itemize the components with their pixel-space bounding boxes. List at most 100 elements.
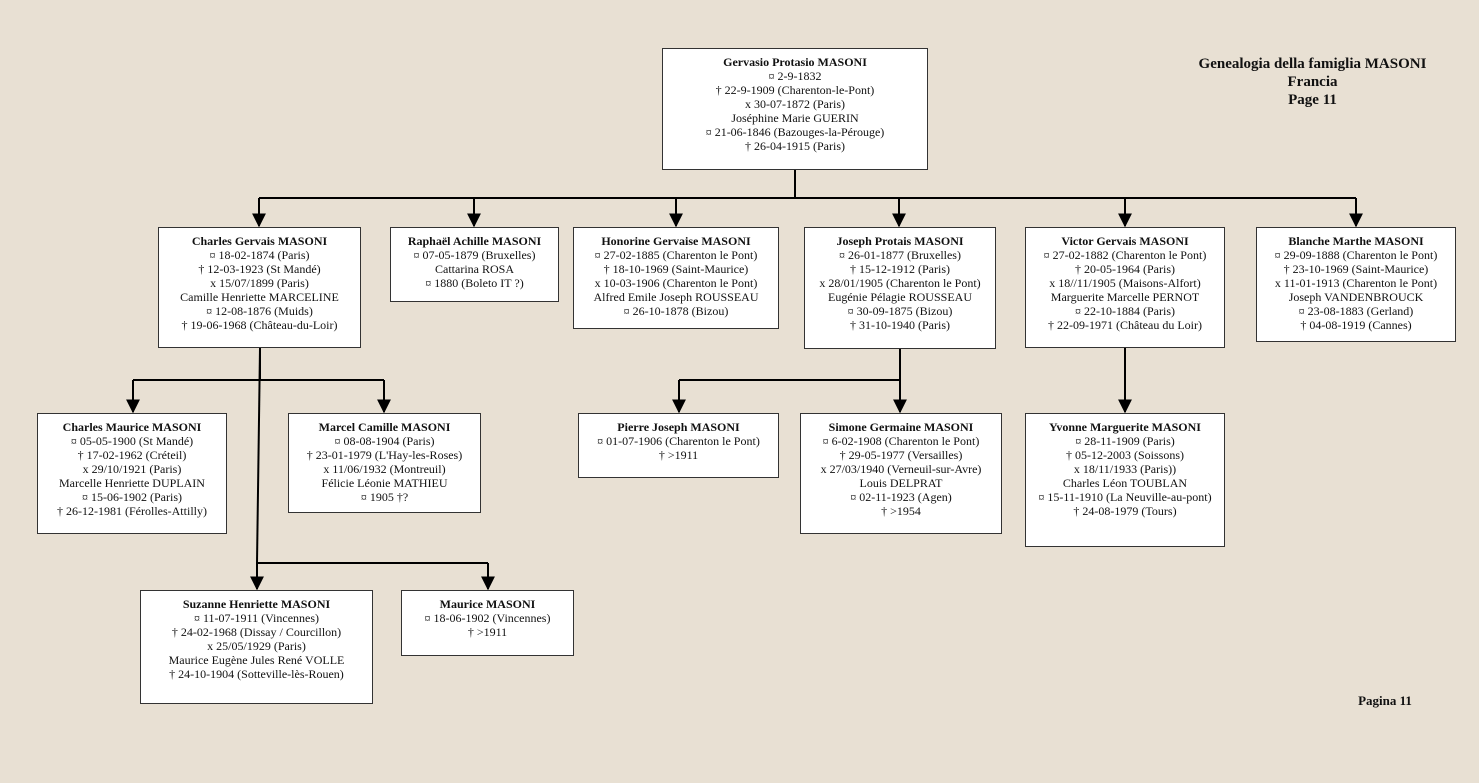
person-detail-line: ¤ 22-10-1884 (Paris) — [1075, 304, 1175, 318]
person-detail-line: x 29/10/1921 (Paris) — [82, 462, 182, 476]
connector-charles-long-stem — [256, 347, 261, 564]
person-detail-line: Alfred Emile Joseph ROUSSEAU — [593, 290, 759, 304]
person-detail-line: Cattarina ROSA — [435, 262, 514, 276]
person-detail-line: † 24-08-1979 (Tours) — [1073, 504, 1177, 518]
person-detail-line: ¤ 02-11-1923 (Agen) — [850, 490, 952, 504]
person-detail-line: † 26-04-1915 (Paris) — [745, 139, 845, 153]
person-name: Marcel Camille MASONI — [318, 420, 451, 434]
person-detail-line: x 28/01/1905 (Charenton le Pont) — [819, 276, 981, 290]
person-detail-line: ¤ 05-05-1900 (St Mandé) — [70, 434, 194, 448]
person-box-marcel: Marcel Camille MASONI¤ 08-08-1904 (Paris… — [288, 413, 481, 513]
person-name: Yvonne Marguerite MASONI — [1049, 420, 1201, 434]
person-detail-line: ¤ 29-09-1888 (Charenton le Pont) — [1274, 248, 1438, 262]
person-detail-line: ¤ 07-05-1879 (Bruxelles) — [413, 248, 536, 262]
person-detail-line: ¤ 18-06-1902 (Vincennes) — [424, 611, 551, 625]
person-detail-line: † 20-05-1964 (Paris) — [1075, 262, 1175, 276]
person-box-gervasio: Gervasio Protasio MASONI¤ 2-9-1832† 22-9… — [662, 48, 928, 170]
person-detail-line: † >1911 — [467, 625, 508, 639]
person-box-joseph: Joseph Protais MASONI¤ 26-01-1877 (Bruxe… — [804, 227, 996, 349]
person-detail-line: ¤ 26-01-1877 (Bruxelles) — [839, 248, 961, 262]
person-detail-line: ¤ 11-07-1911 (Vincennes) — [193, 611, 320, 625]
person-name: Charles Maurice MASONI — [62, 420, 202, 434]
person-detail-line: † 24-02-1968 (Dissay / Courcillon) — [171, 625, 342, 639]
person-box-charles-gervais: Charles Gervais MASONI¤ 18-02-1874 (Pari… — [158, 227, 361, 348]
person-detail-line: ¤ 27-02-1882 (Charenton le Pont) — [1043, 248, 1207, 262]
person-name: Maurice MASONI — [439, 597, 536, 611]
person-detail-line: ¤ 27-02-1885 (Charenton le Pont) — [594, 248, 758, 262]
person-detail-line: Maurice Eugène Jules René VOLLE — [168, 653, 345, 667]
page-title: Genealogia della famiglia MASONI — [1198, 56, 1427, 72]
person-detail-line: † 05-12-2003 (Soissons) — [1065, 448, 1184, 462]
person-detail-line: x 15/07/1899 (Paris) — [210, 276, 309, 290]
person-detail-line: Camille Henriette MARCELINE — [180, 290, 339, 304]
person-detail-line: † 12-03-1923 (St Mandé) — [198, 262, 321, 276]
person-detail-line: Marcelle Henriette DUPLAIN — [59, 476, 205, 490]
person-detail-line: † 22-9-1909 (Charenton-le-Pont) — [715, 83, 875, 97]
person-detail-line: ¤ 28-11-1909 (Paris) — [1075, 434, 1175, 448]
person-name: Honorine Gervaise MASONI — [601, 234, 751, 248]
person-detail-line: ¤ 12-08-1876 (Muids) — [206, 304, 313, 318]
person-detail-line: ¤ 1880 (Boleto IT ?) — [425, 276, 524, 290]
person-detail-line: † 23-10-1969 (Saint-Maurice) — [1283, 262, 1429, 276]
person-detail-line: † 22-09-1971 (Château du Loir) — [1048, 318, 1202, 332]
person-detail-line: x 18//11/1905 (Maisons-Alfort) — [1049, 276, 1201, 290]
person-detail-line: ¤ 2-9-1832 — [768, 69, 822, 83]
person-detail-line: † 26-12-1981 (Férolles-Attilly) — [57, 504, 207, 518]
person-detail-line: Louis DELPRAT — [859, 476, 943, 490]
person-detail-line: † 31-10-1940 (Paris) — [850, 318, 950, 332]
person-name: Suzanne Henriette MASONI — [182, 597, 331, 611]
person-detail-line: † 24-10-1904 (Sotteville-lès-Rouen) — [169, 667, 344, 681]
person-detail-line: ¤ 01-07-1906 (Charenton le Pont) — [597, 434, 760, 448]
person-detail-line: † 19-06-1968 (Château-du-Loir) — [181, 318, 338, 332]
person-name: Blanche Marthe MASONI — [1288, 234, 1424, 248]
person-detail-line: x 30-07-1872 (Paris) — [745, 97, 845, 111]
person-box-suzanne: Suzanne Henriette MASONI¤ 11-07-1911 (Vi… — [140, 590, 373, 704]
person-detail-line: Félicie Léonie MATHIEU — [321, 476, 448, 490]
person-name: Joseph Protais MASONI — [836, 234, 964, 248]
person-detail-line: Charles Léon TOUBLAN — [1062, 476, 1188, 490]
person-name: Gervasio Protasio MASONI — [723, 55, 867, 69]
person-box-charles-maurice: Charles Maurice MASONI¤ 05-05-1900 (St M… — [37, 413, 227, 534]
person-detail-line: x 10-03-1906 (Charenton le Pont) — [594, 276, 758, 290]
person-detail-line: † >1954 — [881, 504, 921, 518]
page-footer: Pagina 11 — [1358, 693, 1412, 708]
person-name: Raphaël Achille MASONI — [407, 234, 542, 248]
person-detail-line: ¤ 08-08-1904 (Paris) — [334, 434, 435, 448]
person-detail-line: ¤ 21-06-1846 (Bazouges-la-Pérouge) — [705, 125, 885, 139]
person-name: Simone Germaine MASONI — [828, 420, 974, 434]
person-name: Pierre Joseph MASONI — [617, 420, 740, 434]
person-detail-line: x 11/06/1932 (Montreuil) — [323, 462, 446, 476]
person-box-pierre: Pierre Joseph MASONI¤ 01-07-1906 (Charen… — [578, 413, 779, 478]
person-detail-line: † 04-08-1919 (Cannes) — [1300, 318, 1412, 332]
person-detail-line: Eugénie Pélagie ROUSSEAU — [828, 290, 972, 304]
person-detail-line: ¤ 23-08-1883 (Gerland) — [1298, 304, 1414, 318]
person-box-yvonne: Yvonne Marguerite MASONI¤ 28-11-1909 (Pa… — [1025, 413, 1225, 547]
person-detail-line: ¤ 1905 †? — [360, 490, 409, 504]
person-detail-line: ¤ 18-02-1874 (Paris) — [209, 248, 310, 262]
person-detail-line: † 29-05-1977 (Versailles) — [839, 448, 963, 462]
person-box-honorine: Honorine Gervaise MASONI¤ 27-02-1885 (Ch… — [573, 227, 779, 329]
person-detail-line: x 18/11/1933 (Paris)) — [1073, 462, 1177, 476]
person-detail-line: ¤ 6-02-1908 (Charenton le Pont) — [822, 434, 980, 448]
person-detail-line: ¤ 15-11-1910 (La Neuville-au-pont) — [1038, 490, 1212, 504]
person-detail-line: Joseph VANDENBROUCK — [1288, 290, 1424, 304]
person-box-simone: Simone Germaine MASONI¤ 6-02-1908 (Chare… — [800, 413, 1002, 534]
person-name: Charles Gervais MASONI — [191, 234, 328, 248]
page-country: Francia — [1287, 74, 1338, 90]
page-header: Genealogia della famiglia MASONI Francia… — [1190, 55, 1435, 109]
person-detail-line: Marguerite Marcelle PERNOT — [1050, 290, 1200, 304]
person-detail-line: ¤ 30-09-1875 (Bizou) — [847, 304, 953, 318]
person-detail-line: † 23-01-1979 (L'Hay-les-Roses) — [306, 448, 463, 462]
person-box-raphael: Raphaël Achille MASONI¤ 07-05-1879 (Brux… — [390, 227, 559, 302]
person-detail-line: Joséphine Marie GUERIN — [731, 111, 859, 125]
person-box-maurice: Maurice MASONI¤ 18-06-1902 (Vincennes)† … — [401, 590, 574, 656]
person-detail-line: † 18-10-1969 (Saint-Maurice) — [603, 262, 749, 276]
person-detail-line: x 11-01-1913 (Charenton le Pont) — [1274, 276, 1438, 290]
person-detail-line: x 27/03/1940 (Verneuil-sur-Avre) — [820, 462, 982, 476]
person-detail-line: ¤ 26-10-1878 (Bizou) — [623, 304, 729, 318]
person-name: Victor Gervais MASONI — [1061, 234, 1189, 248]
person-detail-line: † >1911 — [658, 448, 699, 462]
person-box-blanche: Blanche Marthe MASONI¤ 29-09-1888 (Chare… — [1256, 227, 1456, 342]
